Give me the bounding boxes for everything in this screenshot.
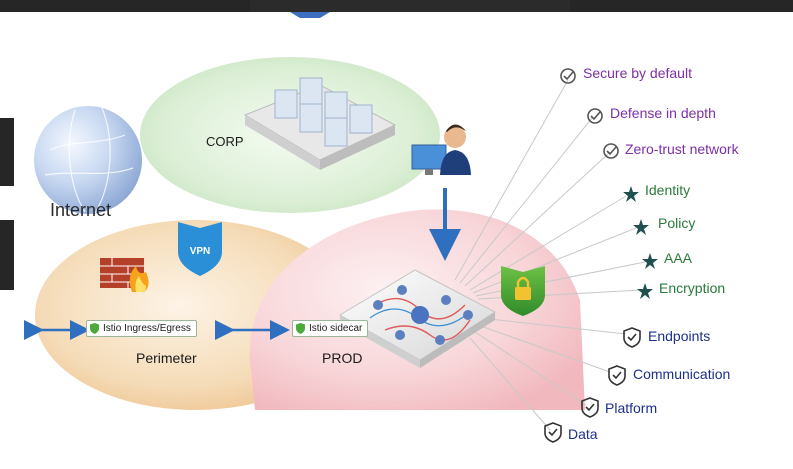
layer-platform: Platform xyxy=(605,400,658,416)
internet-globe-icon xyxy=(34,106,142,214)
corp-label: CORP xyxy=(206,134,244,149)
layer-endpoints: Endpoints xyxy=(648,328,711,344)
shield-check-icon xyxy=(560,68,576,84)
top-right-dark-strip xyxy=(570,0,793,12)
shield-check-icon xyxy=(603,143,619,159)
left-dark-strip-2 xyxy=(0,220,14,290)
control-policy: Policy xyxy=(658,215,696,231)
shield-check-icon xyxy=(623,327,641,348)
padlock-shield-icon xyxy=(501,266,545,316)
istio-ingress-egress-label: Istio Ingress/Egress xyxy=(103,323,191,334)
star-icon xyxy=(642,253,658,269)
internet-label: Internet xyxy=(50,200,112,220)
perimeter-label: Perimeter xyxy=(136,350,197,366)
control-encryption: Encryption xyxy=(659,280,726,296)
prod-label: PROD xyxy=(322,350,363,366)
shield-icon xyxy=(90,323,99,334)
principle-zero-trust-network: Zero-trust network xyxy=(625,141,739,157)
layer-data: Data xyxy=(568,426,598,442)
server-rack-icon xyxy=(243,77,397,170)
principle-icons xyxy=(560,68,619,159)
top-blue-tab xyxy=(290,12,330,18)
istio-sidecar-badge: Istio sidecar xyxy=(292,320,369,337)
shield-check-icon xyxy=(544,422,562,443)
firewall-icon xyxy=(100,258,149,292)
vpn-shield-icon xyxy=(178,222,222,276)
user-computer-icon xyxy=(411,124,471,175)
shield-check-icon xyxy=(581,397,599,418)
shield-check-icon xyxy=(587,108,603,124)
star-icon xyxy=(633,219,649,235)
left-dark-strip-1 xyxy=(0,118,14,186)
istio-ingress-egress-badge: Istio Ingress/Egress xyxy=(86,320,197,337)
layer-icons xyxy=(544,327,641,443)
star-icon xyxy=(637,283,653,299)
control-identity: Identity xyxy=(645,182,691,198)
istio-sidecar-label: Istio sidecar xyxy=(309,323,363,334)
control-icons xyxy=(623,186,658,299)
layer-communication: Communication xyxy=(633,366,731,382)
shield-check-icon xyxy=(608,365,626,386)
principle-secure-by-default: Secure by default xyxy=(583,65,692,81)
principle-defense-in-depth: Defense in depth xyxy=(610,105,716,121)
shield-icon xyxy=(296,323,305,334)
star-icon xyxy=(623,186,639,202)
control-aaa: AAA xyxy=(664,250,693,266)
top-left-dark-strip xyxy=(0,0,250,12)
vpn-label: VPN xyxy=(190,246,211,257)
